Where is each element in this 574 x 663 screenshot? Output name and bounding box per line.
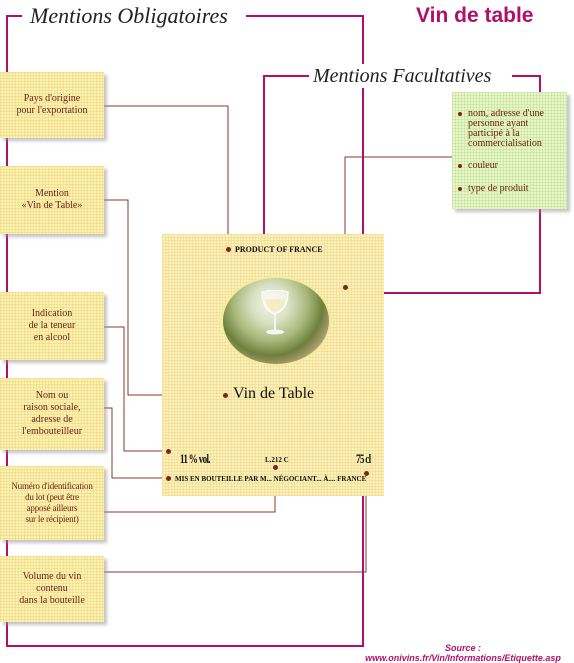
- box-line: Numéro d'identification: [11, 481, 93, 491]
- dot-optional: [343, 285, 348, 290]
- box-line: adresse de: [31, 414, 73, 425]
- box-line: l'embouteilleur: [21, 426, 83, 437]
- mandatory-bracket-top-right: [246, 15, 364, 234]
- label-lot: L.212 C: [265, 456, 289, 464]
- box-vin-de-table-mention: Mention «Vin de Table»: [0, 166, 104, 234]
- dot-alcohol: [166, 449, 171, 454]
- dot-volume: [364, 471, 369, 476]
- dot-bottler: [166, 476, 171, 481]
- mandatory-bracket-line: [6, 15, 364, 647]
- label-wine-name: Vin de Table: [233, 385, 315, 402]
- box-line: dans la bouteille: [19, 595, 85, 606]
- optional-mentions-box: nom, adresse d'une personne ayant partic…: [452, 92, 567, 209]
- label-volume: 75 cl: [356, 451, 371, 466]
- box-line: Nom ou: [35, 390, 69, 401]
- label-alcohol: 11 % vol.: [180, 451, 211, 466]
- box-line: contenu: [36, 583, 68, 594]
- mandatory-heading: Mentions Obligatoires: [26, 4, 232, 28]
- box-line: en alcool: [33, 332, 71, 343]
- box-country-of-origin: Pays d'origine pour l'exportation: [0, 72, 104, 138]
- leader-origin: [104, 105, 229, 250]
- box-line: du lot (peut être: [25, 492, 79, 502]
- box-line: «Vin de Table»: [21, 200, 83, 211]
- box-lot-number: Numéro d'identification du lot (peut êtr…: [0, 466, 104, 540]
- optional-bracket-bottom: [384, 209, 541, 294]
- dot-wine-name: [223, 393, 228, 398]
- dot-origin: [226, 247, 231, 252]
- box-line: Volume du vin: [22, 571, 82, 582]
- optional-item: type de produit: [458, 184, 562, 194]
- source-link[interactable]: www.onivins.fr/Vin/Informations/Etiquett…: [365, 653, 561, 663]
- label-origin: PRODUCT OF FRANCE: [235, 245, 323, 254]
- optional-item: nom, adresse d'une personne ayant partic…: [458, 109, 562, 149]
- leader-bottler: [104, 407, 168, 479]
- label-bottler: MIS EN BOUTEILLE PAR M... NÉGOCIANT... À…: [175, 475, 367, 483]
- box-volume: Volume du vin contenu dans la bouteille: [0, 556, 104, 622]
- box-line: Mention: [35, 188, 69, 199]
- optional-item: couleur: [458, 161, 562, 171]
- box-line: raison sociale,: [23, 402, 81, 413]
- source-credit: Source : www.onivins.fr/Vin/Informations…: [358, 643, 568, 663]
- box-bottler: Nom ou raison sociale, adresse de l'embo…: [0, 378, 104, 450]
- box-line: Indication: [31, 308, 73, 319]
- dot-lot: [273, 465, 278, 470]
- box-alcohol-content: Indication de la teneur en alcool: [0, 292, 104, 360]
- box-line: Pays d'origine: [23, 93, 81, 104]
- box-line: sur le récipient): [25, 514, 79, 524]
- optional-bracket-right: [512, 75, 541, 92]
- wine-glass-icon: [261, 290, 289, 335]
- leader-volume: [104, 473, 367, 573]
- optional-heading: Mentions Facultatives: [309, 64, 496, 88]
- source-label: Source :: [444, 643, 481, 653]
- box-line: pour l'exportation: [16, 105, 88, 116]
- optional-bracket-line: [263, 75, 310, 234]
- box-line: de la teneur: [28, 320, 76, 331]
- box-line: apposé ailleurs: [26, 503, 78, 513]
- page-title: Vin de table: [416, 4, 534, 27]
- leader-alcohol: [104, 326, 168, 452]
